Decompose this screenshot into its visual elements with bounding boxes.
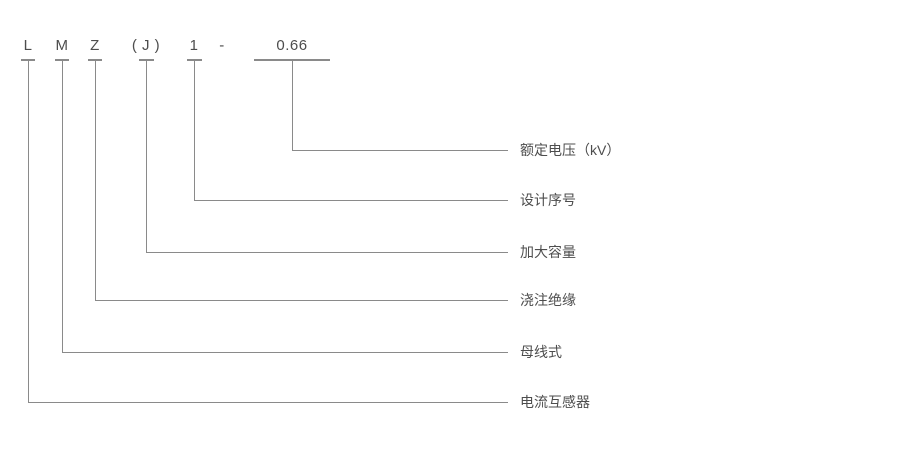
callout-vline-cast-insulation <box>95 61 96 300</box>
callout-hline-bus-type <box>62 352 508 353</box>
code-symbol-rated-voltage: 0.66 <box>276 37 308 54</box>
callout-label-enlarged-capacity: 加大容量 <box>520 244 576 260</box>
callout-label-cast-insulation: 浇注绝缘 <box>520 292 576 308</box>
underline-enlarged-capacity <box>139 59 154 61</box>
callout-label-bus-type: 母线式 <box>520 344 562 360</box>
code-symbol-current-transformer: L <box>23 37 33 54</box>
code-separator: - <box>219 37 225 54</box>
code-symbol-bus-type: M <box>55 37 69 54</box>
callout-hline-design-number <box>194 200 508 201</box>
callout-vline-bus-type <box>62 61 63 352</box>
callout-hline-current-transformer <box>28 402 508 403</box>
callout-label-design-number: 设计序号 <box>520 192 576 208</box>
underline-rated-voltage <box>254 59 330 61</box>
underline-cast-insulation <box>88 59 102 61</box>
underline-current-transformer <box>21 59 35 61</box>
callout-vline-enlarged-capacity <box>146 61 147 252</box>
callout-hline-enlarged-capacity <box>146 252 508 253</box>
code-symbol-design-number: 1 <box>189 37 199 54</box>
callout-vline-design-number <box>194 61 195 200</box>
callout-hline-rated-voltage <box>292 150 508 151</box>
underline-bus-type <box>55 59 69 61</box>
code-symbol-cast-insulation: Z <box>90 37 100 54</box>
callout-hline-cast-insulation <box>95 300 508 301</box>
callout-vline-current-transformer <box>28 61 29 402</box>
code-symbol-enlarged-capacity: ( J ) <box>131 37 161 54</box>
callout-label-current-transformer: 电流互感器 <box>520 394 590 410</box>
callout-label-rated-voltage: 额定电压（kV） <box>520 142 621 158</box>
underline-design-number <box>187 59 202 61</box>
callout-vline-rated-voltage <box>292 61 293 150</box>
